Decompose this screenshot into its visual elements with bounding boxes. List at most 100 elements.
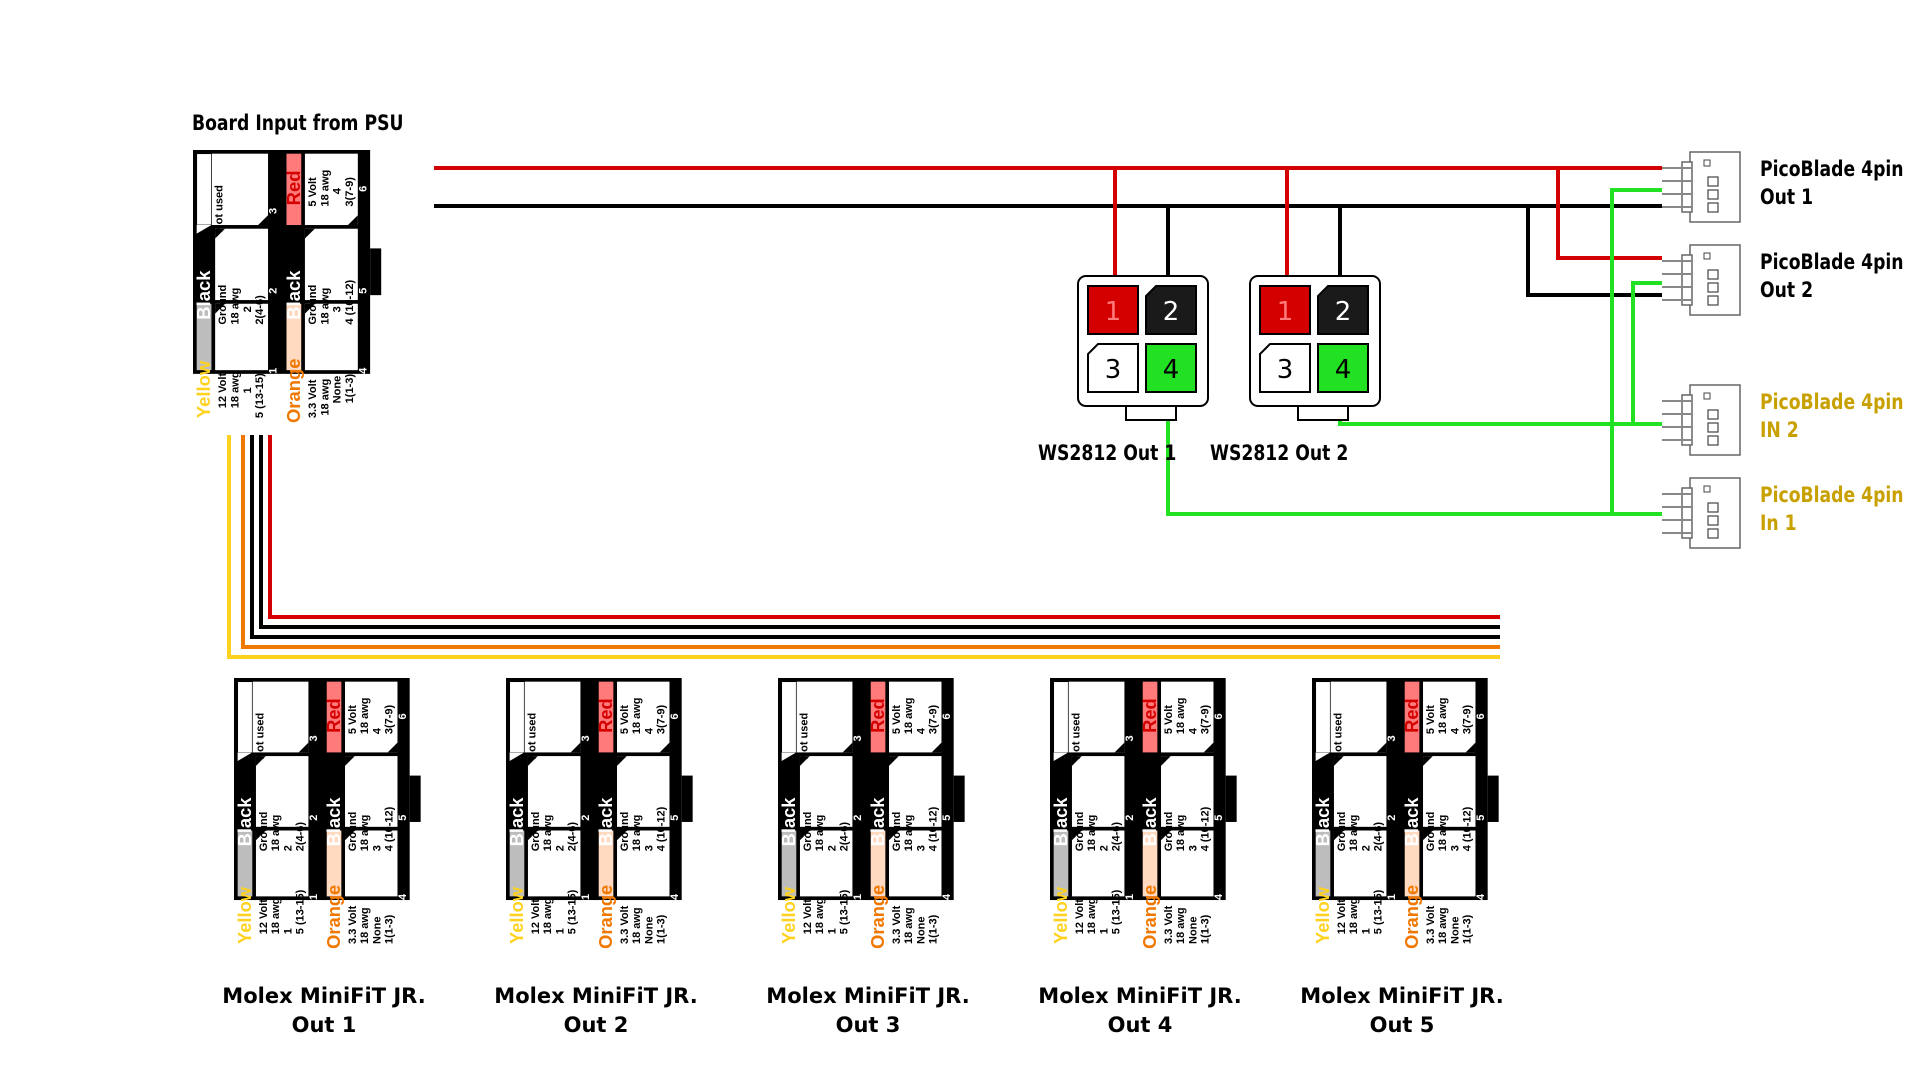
pico2-black-wire — [1526, 206, 1662, 297]
psu-tr-line-3: 3(7-9) — [344, 177, 356, 207]
molex-2-bot_right-color-label: Orange — [595, 885, 616, 949]
ws2812-out-2-pin-2: 2 — [1335, 297, 1352, 327]
molex-2-pin-5: 5 — [669, 815, 681, 821]
ws2812-out-1-pin-2: 2 — [1163, 297, 1180, 327]
ws2812-out-1-label: WS2812 Out 1 — [1038, 440, 1176, 465]
molex-4-bot_right-line-1: 18 awg — [1175, 907, 1187, 944]
molex-4-bot_right-line-3: 1(1-3) — [1200, 914, 1212, 944]
molex-3-bot_left-line-3: 5 (13-15) — [839, 889, 851, 934]
molex-out-1-title: Molex MiniFiT JR. — [222, 984, 425, 1008]
molex-4-mid_left-line-0: Ground — [1074, 812, 1086, 852]
molex-3-bot_right-line-0: 3.3 Volt — [891, 905, 903, 944]
molex-1-bot_right-line-1: 18 awg — [359, 907, 371, 944]
molex-5-pin-2: 2 — [1386, 815, 1398, 821]
molex-3-mid_right-line-2: 3 — [915, 845, 927, 851]
ws1-green-data-wire — [1166, 385, 1612, 516]
molex-out-5-title: Molex MiniFiT JR. — [1300, 984, 1503, 1008]
molex-4-pin-5: 5 — [1213, 815, 1225, 821]
molex-1-top_right-line-0: 5 Volt — [347, 705, 359, 734]
molex-5-mid_left-line-0: Ground — [1336, 812, 1348, 852]
psu-black-harness-wire-1 — [259, 435, 1500, 629]
molex-5-top_right-line-1: 18 awg — [1437, 698, 1449, 735]
molex-1-not-used-label: Not used — [254, 713, 266, 760]
molex-2-bot_right-line-0: 3.3 Volt — [619, 905, 631, 944]
molex-1-bot_right-color-label: Orange — [323, 885, 344, 949]
molex-5-top_right-line-3: 3(7-9) — [1462, 705, 1474, 735]
molex-4-not-used-label: Not used — [1070, 713, 1082, 760]
molex-3-bot_right-line-1: 18 awg — [903, 907, 915, 944]
psu-not-used-label: Not used — [214, 185, 226, 233]
molex-3-bot_left-line-0: 12 Volt — [802, 899, 814, 934]
molex-1-top_right-line-1: 18 awg — [359, 698, 371, 735]
molex-1-mid_right-line-0: Ground — [347, 812, 359, 852]
molex-3-pin-4: 4 — [941, 893, 953, 900]
molex-3-mid_right-color-label: Black — [867, 797, 888, 847]
molex-5-bot_left-line-0: 12 Volt — [1336, 899, 1348, 934]
molex-4-mid_left-line-1: 18 awg — [1086, 815, 1098, 852]
psu-bl-line-3: 5 (13-15) — [254, 373, 266, 418]
molex-1-top_right-line-2: 4 — [371, 727, 383, 734]
psu-br-line-1: 18 awg — [319, 379, 331, 416]
molex-2-mid_right-line-0: Ground — [619, 812, 631, 852]
ws2812-out-1-pin-3: 3 — [1105, 355, 1122, 385]
molex-5-mid_right-line-3: 4 (10-12) — [1462, 806, 1474, 851]
psu-bl-line-2: 1 — [242, 387, 254, 393]
molex-4-top_right-line-0: 5 Volt — [1163, 705, 1175, 734]
molex-3-bot_left-line-1: 18 awg — [814, 898, 826, 935]
psu-ml-line-3: 2(4-6) — [254, 295, 266, 325]
molex-4-top_right-line-2: 4 — [1187, 727, 1199, 734]
molex-2-bot_right-line-3: 1(1-3) — [656, 914, 668, 944]
molex-2-pin-2: 2 — [580, 815, 592, 821]
molex-1-bot_left-line-2: 1 — [282, 928, 294, 934]
picoblade-1-subtitle: Out 1 — [1760, 184, 1813, 209]
molex-3-bot_right-color-label: Orange — [867, 885, 888, 949]
molex-out-4-title: Molex MiniFiT JR. — [1038, 984, 1241, 1008]
molex-3-mid_right-line-3: 4 (10-12) — [928, 806, 940, 851]
molex-5-bot_left-line-2: 1 — [1360, 928, 1372, 934]
psu-ml-line-1: 18 awg — [230, 288, 242, 325]
molex-1-mid_right-line-2: 3 — [371, 845, 383, 851]
psu-yellow-label: Yellow — [193, 360, 214, 418]
molex-5-bot_right-line-1: 18 awg — [1437, 907, 1449, 944]
molex-3-top_right-line-0: 5 Volt — [891, 705, 903, 734]
molex-out-4-subtitle: Out 4 — [1108, 1013, 1173, 1037]
molex-2-bot_left-line-1: 18 awg — [542, 898, 554, 935]
molex-3-top_right-line-3: 3(7-9) — [928, 705, 940, 735]
molex-1-bot_right-line-0: 3.3 Volt — [347, 905, 359, 944]
molex-5-not-used-label: Not used — [1332, 713, 1344, 760]
molex-4-pin-2: 2 — [1124, 815, 1136, 821]
picoblade-2-title: PicoBlade 4pin — [1760, 249, 1904, 274]
ws2812-out-2-label: WS2812 Out 2 — [1210, 440, 1348, 465]
picoblade-4-connector — [1662, 477, 1741, 549]
picoblade-4-subtitle: In 1 — [1760, 510, 1797, 535]
molex-2-top_right-color-label: Red — [595, 698, 616, 733]
molex-2-mid_left-line-1: 18 awg — [542, 815, 554, 852]
molex-5-mid_right-line-0: Ground — [1425, 812, 1437, 852]
molex-3-top_right-color-label: Red — [867, 698, 888, 733]
molex-5-top_right-color-label: Red — [1401, 698, 1422, 733]
molex-out-2-title: Molex MiniFiT JR. — [494, 984, 697, 1008]
psu-pin-1: 1 — [268, 368, 280, 374]
molex-out-3-subtitle: Out 3 — [836, 1013, 901, 1037]
psu-mr-line-2: 3 — [332, 306, 344, 312]
psu-orange-harness-wire — [241, 435, 1500, 649]
molex-2-top_right-line-0: 5 Volt — [619, 705, 631, 734]
molex-2-mid_right-color-label: Black — [595, 797, 616, 847]
molex-1-pin-1: 1 — [308, 894, 320, 900]
molex-3-pin-2: 2 — [852, 815, 864, 821]
molex-1-pin-5: 5 — [397, 815, 409, 821]
molex-2-pin-6: 6 — [669, 713, 681, 719]
psu-board-title: Board Input from PSU — [192, 110, 403, 135]
psu-bl-line-1: 18 awg — [230, 371, 242, 408]
pico1-green-data-wire — [1610, 188, 1662, 516]
molex-2-top_right-line-3: 3(7-9) — [656, 705, 668, 735]
molex-out-5-subtitle: Out 5 — [1370, 1013, 1435, 1037]
molex-2-mid_right-line-2: 3 — [643, 845, 655, 851]
molex-3-bot_left-color-label: Yellow — [778, 886, 799, 944]
molex-4-mid_left-color-label: Black — [1050, 797, 1071, 847]
picoblade-3-title: PicoBlade 4pin — [1760, 389, 1904, 414]
